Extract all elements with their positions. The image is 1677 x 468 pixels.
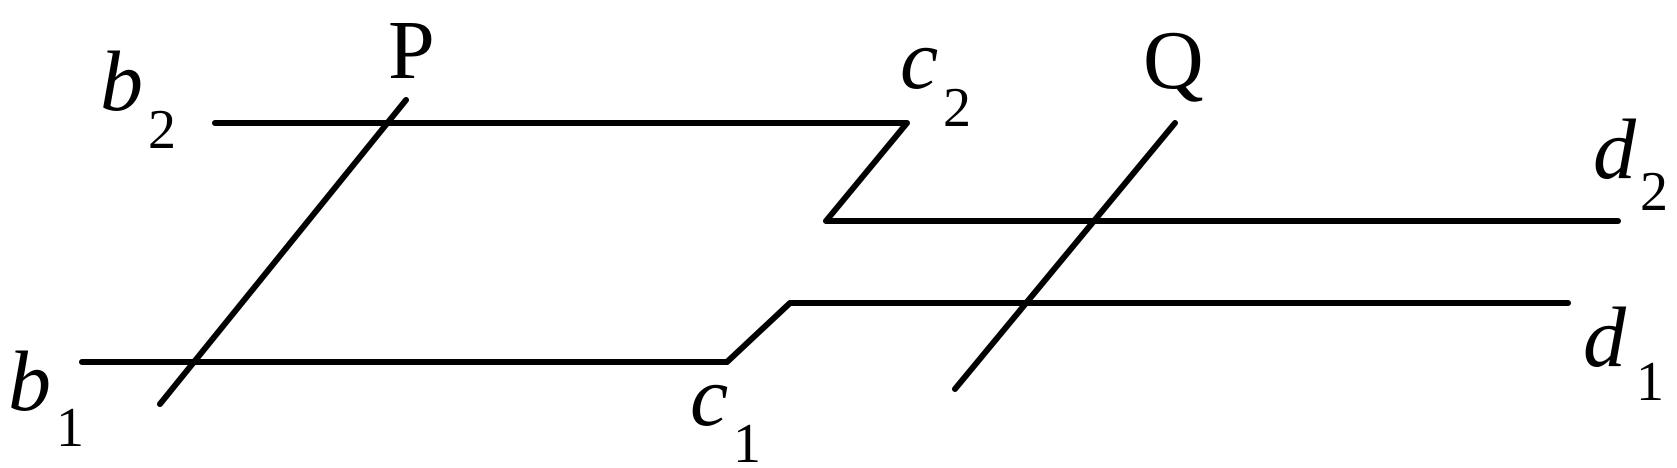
- label-d1-subscript: 1: [1636, 351, 1664, 413]
- label-d1: d 1: [1583, 289, 1664, 413]
- label-b1: b 1: [8, 333, 84, 459]
- label-b1-letter: b: [8, 333, 51, 429]
- label-d2: d 2: [1593, 101, 1668, 223]
- label-b2-letter: b: [100, 33, 143, 129]
- label-c1-subscript: 1: [733, 413, 761, 468]
- transversal-p: [157, 97, 409, 407]
- label-q: Q: [1143, 14, 1204, 107]
- label-c2-subscript: 2: [943, 77, 971, 139]
- label-p: P: [388, 4, 435, 97]
- label-c2: c 2: [900, 11, 971, 139]
- line-b2-c2-d2: [212, 120, 1621, 224]
- line-b1-c1-d1: [79, 300, 1571, 365]
- label-c2-letter: c: [900, 11, 938, 107]
- label-b1-subscript: 1: [56, 397, 84, 459]
- label-c1: c 1: [690, 348, 761, 468]
- label-d2-letter: d: [1593, 101, 1637, 197]
- transversal-q: [952, 120, 1178, 392]
- label-d1-letter: d: [1583, 289, 1627, 385]
- label-d2-subscript: 2: [1640, 161, 1668, 223]
- label-b2-subscript: 2: [148, 99, 176, 161]
- label-b2: b 2: [100, 33, 176, 161]
- label-c1-letter: c: [690, 348, 728, 444]
